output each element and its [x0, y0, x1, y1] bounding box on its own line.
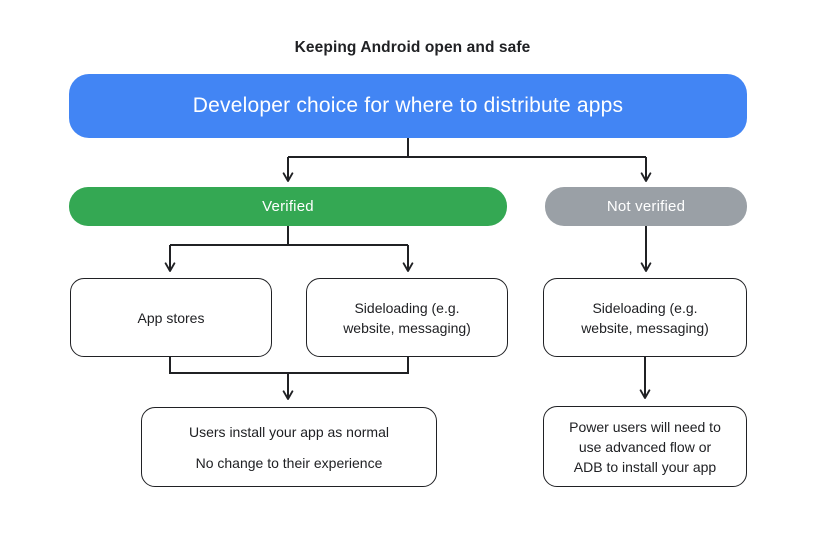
- not-verified-pill-label: Not verified: [606, 198, 686, 215]
- edge-merge-trunk: [169, 357, 409, 374]
- verified-pill: Verified: [69, 187, 507, 226]
- users-install-line1: Users install your app as normal: [189, 423, 389, 440]
- edge-root-trunk: [288, 138, 646, 158]
- users-install-node: Users install your app as normal No chan…: [141, 407, 437, 487]
- power-users-line2: use advanced flow or: [578, 438, 712, 455]
- sideloading-verified-line1: Sideloading (e.g.: [354, 299, 460, 316]
- power-users-line1: Power users will need to: [569, 418, 721, 435]
- power-users-node: Power users will need to use advanced fl…: [543, 406, 747, 487]
- verified-pill-label: Verified: [262, 198, 314, 215]
- sideloading-not-verified-node: Sideloading (e.g. website, messaging): [543, 278, 747, 357]
- sideloading-verified-line2: website, messaging): [343, 319, 471, 336]
- sideloading-verified-node: Sideloading (e.g. website, messaging): [306, 278, 508, 357]
- diagram-title: Keeping Android open and safe: [294, 39, 531, 56]
- users-install-line2: No change to their experience: [195, 454, 383, 471]
- sideloading-not-verified-line2: website, messaging): [581, 319, 709, 336]
- root-node-developer-choice: Developer choice for where to distribute…: [69, 74, 747, 138]
- edge-verified-trunk: [170, 226, 408, 246]
- app-stores-label: App stores: [137, 309, 205, 326]
- sideloading-not-verified-line1: Sideloading (e.g.: [592, 299, 698, 316]
- power-users-line3: ADB to install your app: [573, 458, 717, 475]
- app-stores-node: App stores: [70, 278, 272, 357]
- root-node-label: Developer choice for where to distribute…: [192, 94, 624, 117]
- not-verified-pill: Not verified: [545, 187, 747, 226]
